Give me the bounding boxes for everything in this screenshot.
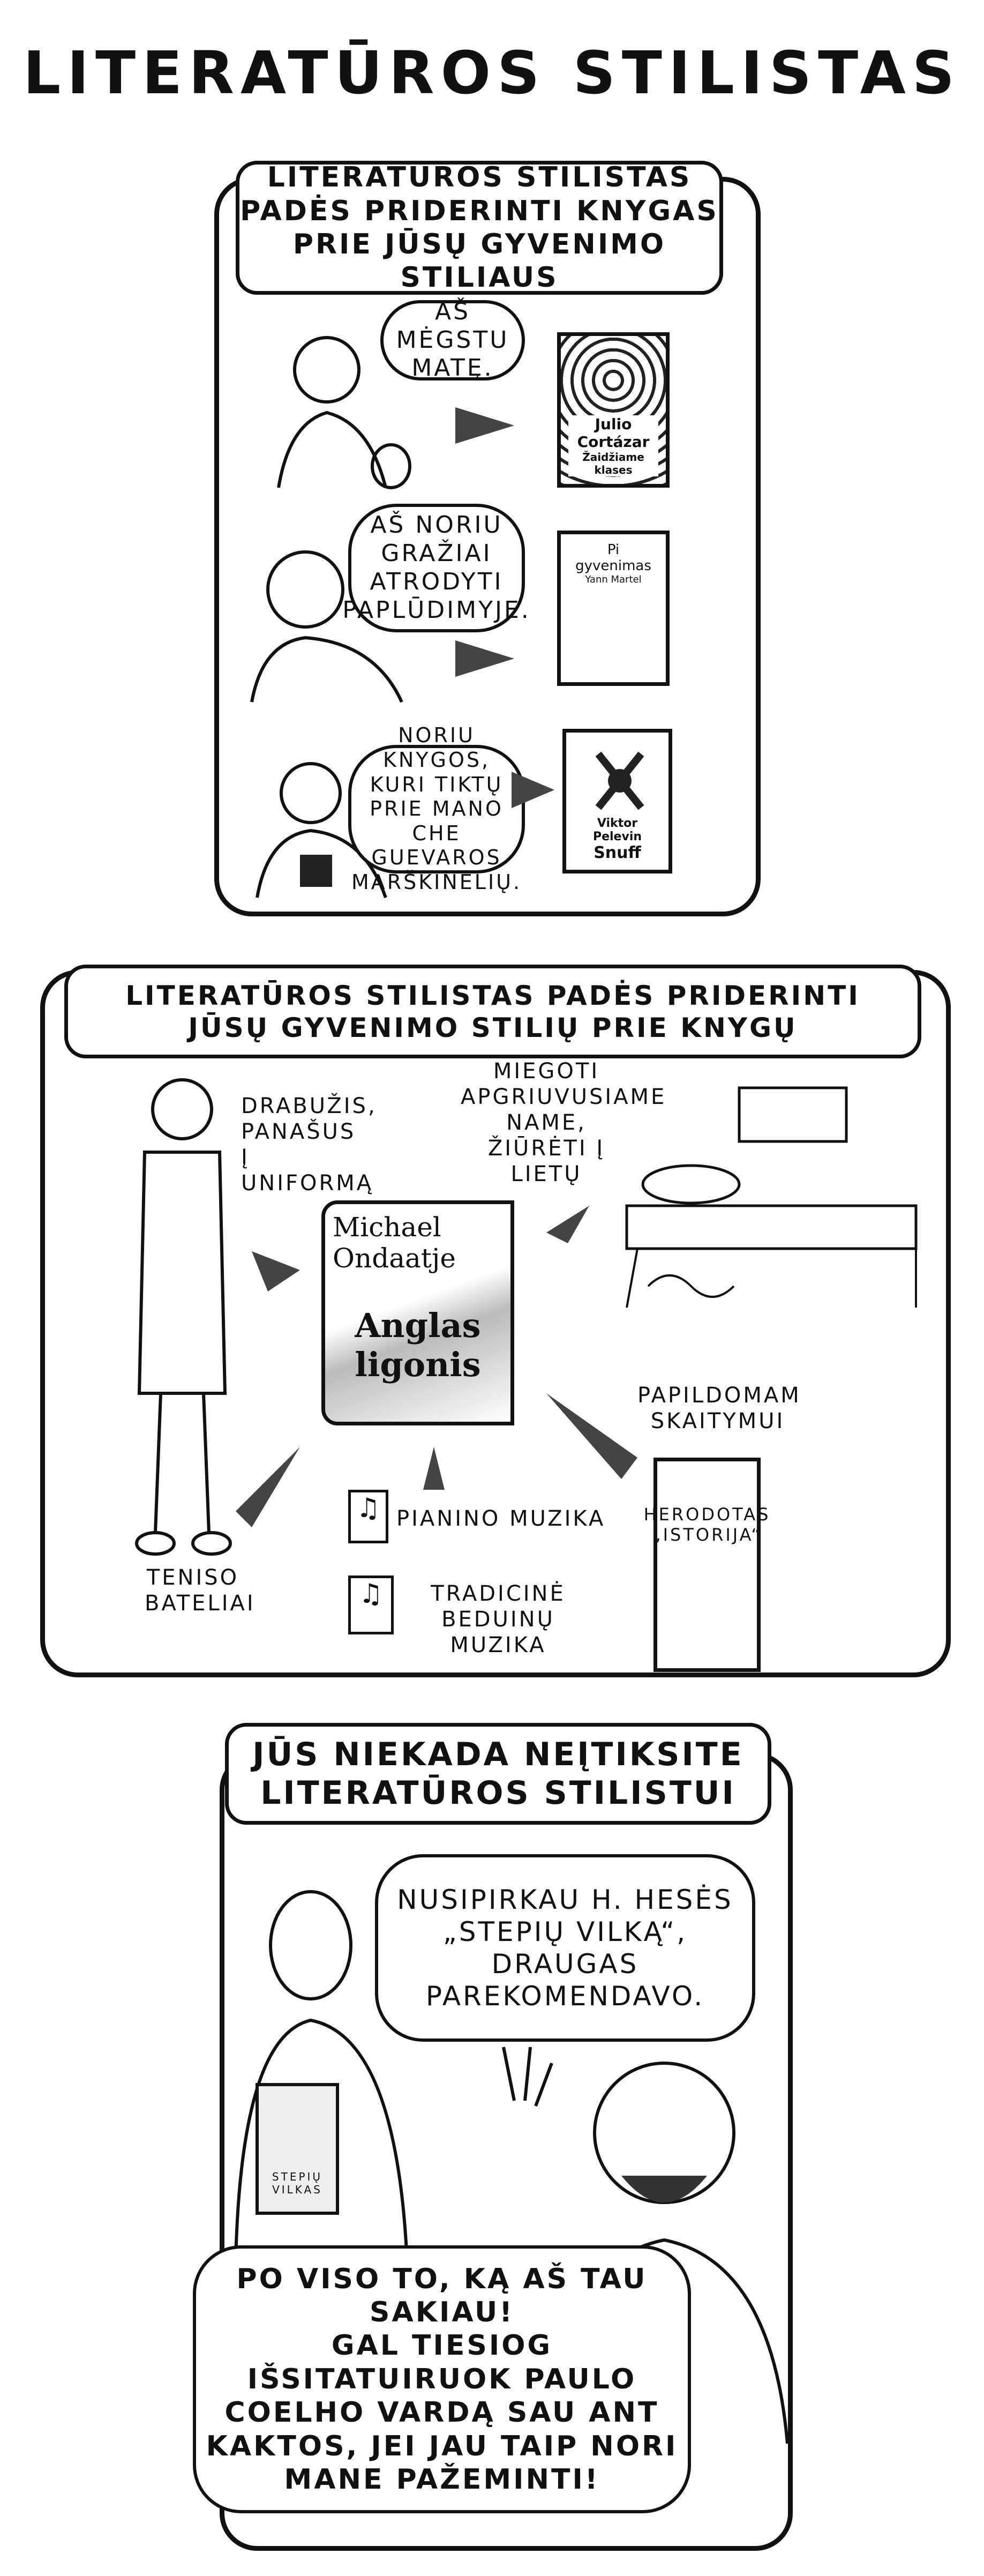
held-book-title: Stepių vilkas — [272, 2170, 323, 2196]
smiling-man-figure — [234, 1890, 409, 2262]
caption-line: Literatūros stilistas padės priderinti — [125, 980, 860, 1011]
book-cover: Julio Cortázar Žaidžiame klases — [557, 332, 670, 488]
ruined-house-illustration — [625, 1086, 918, 1308]
extra-book-title: „Istorija“ — [652, 1525, 762, 1545]
book-author: Viktor Pelevin — [592, 817, 642, 843]
book-author: Yann Martel — [585, 574, 642, 585]
note-shoes: Teniso bateliai — [145, 1565, 256, 1616]
book-title: Žaidžiame klases — [582, 451, 644, 476]
speech-bubble: Aš noriu gražiai atrodyti paplūdimyje. — [342, 504, 529, 632]
panel-1-caption: Literatūros stilistas padės priderinti k… — [236, 161, 723, 295]
center-book: Michael Ondaatje Anglas ligonis — [321, 1200, 514, 1425]
book-cover: Pi gyvenimas Yann Martel — [557, 531, 670, 686]
caption-line: Jūs niekada neįtiksite — [252, 1736, 744, 1773]
connector-arrows — [236, 1206, 637, 1527]
note-music-2: Tradicinė beduinų muzika — [431, 1581, 566, 1657]
arrow-icon — [455, 407, 514, 444]
caption-line: Literatūros stilistas — [267, 161, 692, 194]
speech-line: Gal tiesiog išsitatuiruok Paulo Coelho v… — [206, 2329, 678, 2496]
note-music-1: Pianino muzika — [396, 1506, 606, 1531]
standing-woman-figure — [135, 1078, 232, 1556]
caption-line: prie jūsų gyvenimo stiliaus — [292, 228, 666, 294]
speech-bubble-top: Nusipirkau H. Hesės „Stepių vilką“, drau… — [375, 1854, 755, 2042]
speech-line: Po viso to, ką aš tau sakiau! — [236, 2263, 648, 2329]
woman-figure — [277, 336, 411, 489]
arrow-icon — [512, 772, 554, 808]
music-file-icon: ♫ — [348, 1490, 388, 1543]
note-sleep: Miegoti apgriuvusiame name, žiūrėti į li… — [461, 1059, 667, 1186]
speech-bubble: Aš mėgstu matę. — [380, 298, 525, 382]
comic-title: Literatūros stilistas — [23, 39, 961, 107]
panel-3-caption: Jūs niekada neįtiksite literatūros stili… — [225, 1723, 771, 1825]
man-figure — [250, 550, 403, 703]
center-book-author: Michael Ondaatje — [333, 1212, 456, 1274]
book-title: Snuff — [594, 843, 641, 862]
herodotus-book: Herodotas „Istorija“ — [644, 1458, 768, 1672]
book-author-last: Cortázar — [577, 433, 650, 451]
caption-line: jūsų gyvenimo stilių prie knygų — [188, 1012, 798, 1043]
book-cover: Viktor Pelevin Snuff — [562, 729, 672, 873]
extra-book-author: Herodotas — [643, 1504, 771, 1525]
note-clothes: Drabužis, panašus į uniformą — [241, 1094, 377, 1196]
caption-line: literatūros stilistui — [260, 1774, 736, 1812]
center-book-title: Anglas ligonis — [355, 1306, 481, 1384]
panel-2-caption: Literatūros stilistas padės priderinti j… — [64, 965, 921, 1058]
music-file-icon: ♫ — [348, 1576, 394, 1634]
arrow-icon — [455, 640, 514, 677]
note-extra-reading: Papildomam skaitymui — [637, 1383, 801, 1433]
creature-illustration — [595, 751, 644, 810]
caption-line: padės priderinti knygas — [240, 195, 719, 227]
book-title: Pi gyvenimas — [575, 542, 651, 574]
book-author-first: Julio — [595, 415, 632, 433]
speech-bubble-bottom: Po viso to, ką aš tau sakiau! Gal tiesio… — [193, 2245, 691, 2513]
